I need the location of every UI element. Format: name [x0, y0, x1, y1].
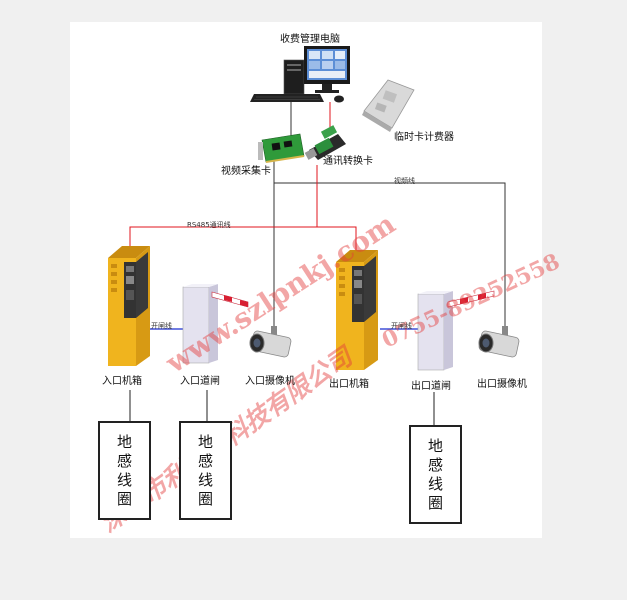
ground-loop-3-label: 地感线圈 — [427, 436, 443, 512]
pc-icon — [250, 46, 350, 103]
gate-line-exit-label: 开闸线 — [391, 322, 412, 330]
entry-camera-icon — [249, 326, 292, 358]
video-card-label: 视频采集卡 — [221, 166, 271, 177]
exit-box-label: 出口机箱 — [329, 379, 369, 390]
exit-barrier-icon — [417, 290, 495, 371]
entry-camera-label: 入口摄像机 — [245, 376, 295, 387]
ground-loop-1: 地感线圈 — [98, 421, 151, 520]
video-line-exit-camera — [274, 182, 506, 336]
ground-loop-2: 地感线圈 — [179, 421, 232, 520]
exit-cabinet-icon — [336, 250, 378, 370]
entry-barrier-label: 入口道闸 — [180, 376, 220, 387]
temp-card-icon — [362, 79, 415, 132]
entry-cabinet-icon — [108, 246, 150, 366]
entry-box-label: 入口机箱 — [102, 376, 142, 387]
gate-line-entry-label: 开闸线 — [151, 322, 172, 330]
video-card-icon — [258, 133, 305, 163]
entry-barrier-icon — [182, 284, 249, 364]
video-line-label: 视频线 — [394, 177, 415, 185]
temp-card-label: 临时卡计费器 — [394, 132, 454, 143]
pc-label: 收费管理电脑 — [280, 34, 340, 45]
exit-barrier-label: 出口道闸 — [411, 381, 451, 392]
ground-loop-1-label: 地感线圈 — [116, 432, 132, 508]
rs485-line — [129, 226, 357, 253]
ground-loop-2-label: 地感线圈 — [197, 432, 213, 508]
exit-camera-label: 出口摄像机 — [477, 379, 527, 390]
comm-card-label: 通讯转换卡 — [323, 156, 373, 167]
ground-loop-3: 地感线圈 — [409, 425, 462, 524]
rs485-label: RS485通讯线 — [187, 221, 231, 229]
exit-camera-icon — [478, 326, 520, 358]
comm-card-icon — [304, 125, 346, 160]
